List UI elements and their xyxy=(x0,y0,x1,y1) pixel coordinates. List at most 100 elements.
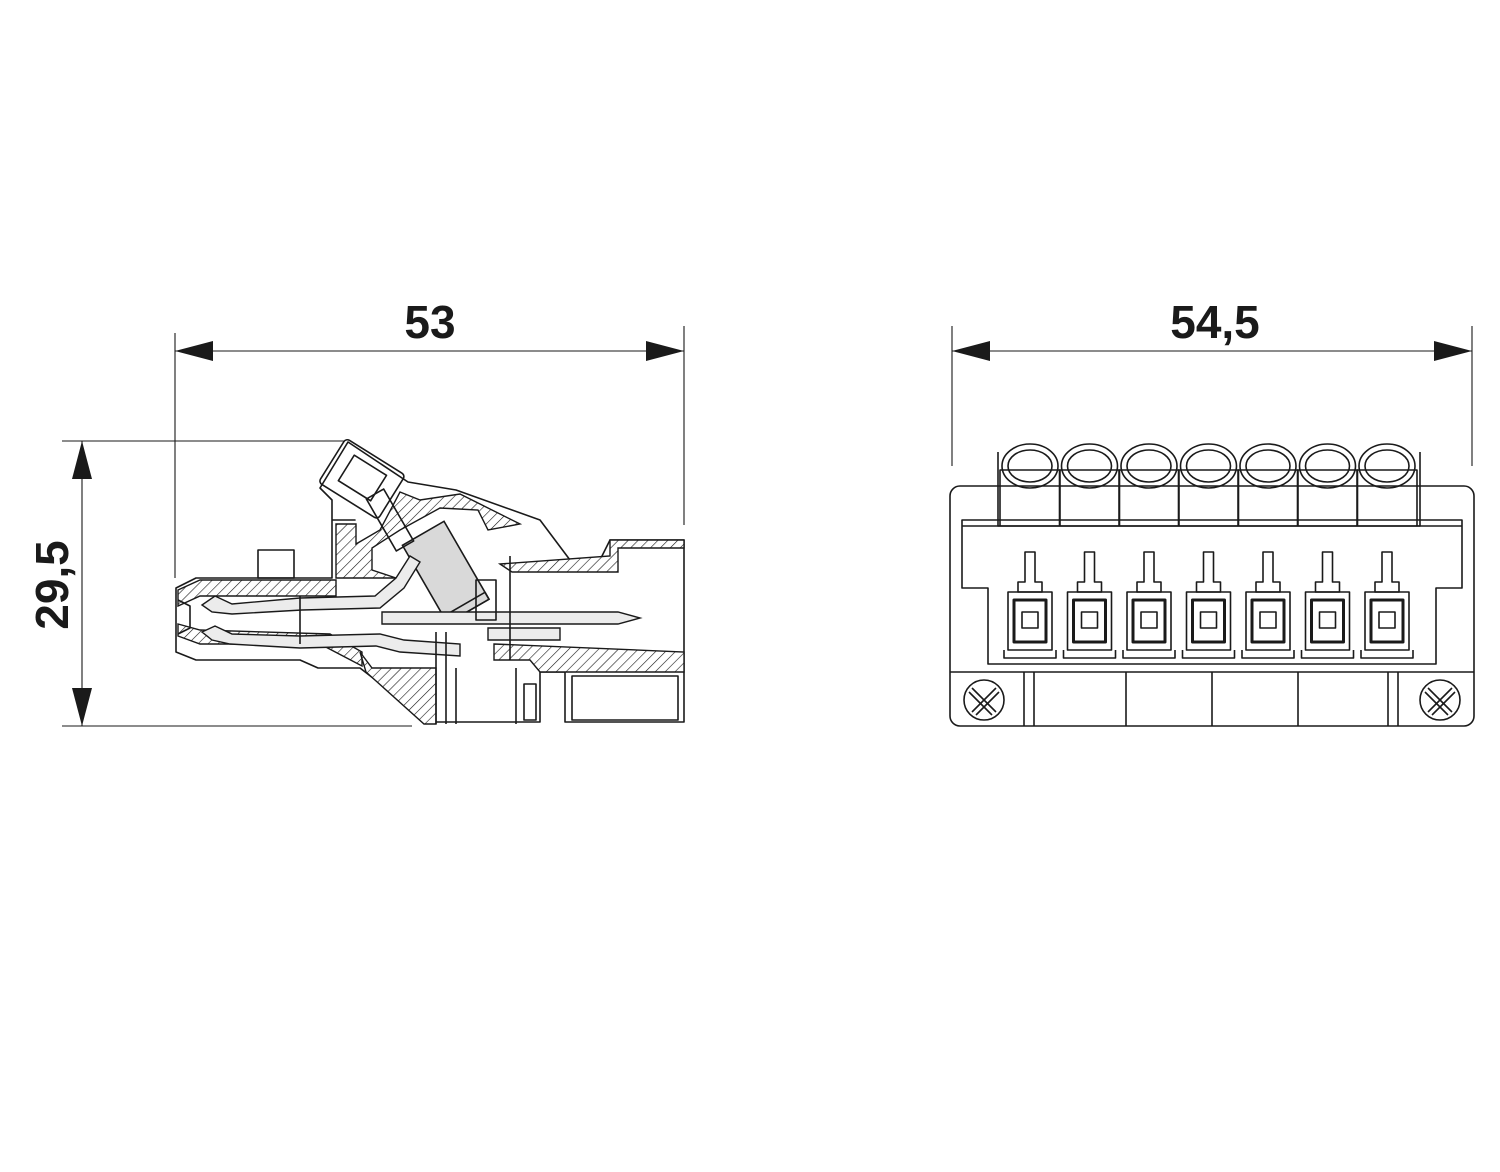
terminal-post xyxy=(1374,551,1400,593)
terminal-window xyxy=(1378,611,1396,629)
terminal-opening xyxy=(1310,598,1345,644)
screw-head-top xyxy=(1239,443,1297,489)
terminal-base xyxy=(1003,650,1057,659)
latch-tab xyxy=(523,683,537,721)
contact-spring-upper xyxy=(200,555,421,615)
housing-wall-bottom-right xyxy=(493,643,685,673)
pole-2 xyxy=(1058,443,1121,659)
dimension-label-front-width: 54,5 xyxy=(1170,296,1260,348)
screw-barrel xyxy=(401,520,491,625)
clamp-window xyxy=(475,579,497,621)
terminal-window xyxy=(1021,611,1039,629)
pole-1 xyxy=(999,443,1061,659)
terminal-base xyxy=(1122,650,1176,659)
front-view-connector xyxy=(949,443,1475,727)
terminal-block xyxy=(1007,591,1053,651)
arrowhead-right xyxy=(646,341,684,361)
pole-group xyxy=(999,443,1418,659)
terminal-opening xyxy=(1012,598,1048,644)
terminal-window xyxy=(1199,611,1218,629)
housing-outline xyxy=(175,441,685,723)
mounting-screw-left xyxy=(963,679,1005,721)
pole-3 xyxy=(1118,443,1180,659)
housing-wall-upper xyxy=(335,491,523,579)
terminal-window xyxy=(1140,611,1158,629)
mounting-screw-right xyxy=(1419,679,1461,721)
dimension-front-width: 54,5 xyxy=(951,296,1473,466)
screw-head-top xyxy=(1358,443,1416,489)
terminal-post xyxy=(1314,551,1341,593)
contact-pin xyxy=(381,611,643,625)
terminal-window xyxy=(1080,611,1099,629)
arrowhead-bottom xyxy=(72,688,92,726)
terminal-block xyxy=(1245,591,1291,651)
screw-cap xyxy=(319,438,405,519)
terminal-base xyxy=(1181,650,1236,659)
terminal-block xyxy=(1364,591,1410,651)
terminal-opening xyxy=(1072,598,1107,644)
locking-post xyxy=(257,549,295,579)
terminal-opening xyxy=(1250,598,1286,644)
screw-head-top xyxy=(1001,443,1059,489)
terminal-post xyxy=(1255,551,1281,593)
terminal-base xyxy=(1360,650,1414,659)
arrowhead-top xyxy=(72,441,92,479)
screw-head-top xyxy=(1179,443,1238,489)
contact-spring-lower xyxy=(200,625,461,657)
screw-head-body xyxy=(1118,469,1180,526)
housing-wall-right xyxy=(497,539,685,573)
terminal-block xyxy=(1185,591,1232,651)
screw-head-body xyxy=(1058,469,1121,526)
contact-pin-lower xyxy=(487,627,561,641)
terminal-post xyxy=(1017,551,1043,593)
pole-6 xyxy=(1296,443,1359,659)
terminal-opening xyxy=(1131,598,1167,644)
screw-head-body xyxy=(1296,469,1359,526)
terminal-window xyxy=(1318,611,1337,629)
dimension-side-height: 29,5 xyxy=(26,440,412,727)
pole-7 xyxy=(1356,443,1418,659)
side-view-connector xyxy=(175,438,685,725)
terminal-post xyxy=(1076,551,1103,593)
screw-head-body xyxy=(1177,469,1240,526)
pole-4 xyxy=(1177,443,1240,659)
terminal-opening xyxy=(1191,598,1226,644)
terminal-post xyxy=(1136,551,1162,593)
dimension-side-width: 53 xyxy=(174,296,685,578)
screw-head-body xyxy=(1356,469,1418,526)
screw-head-block xyxy=(319,438,405,519)
screw-head-recess xyxy=(1245,449,1291,483)
screw-head-body xyxy=(999,469,1061,526)
terminal-block xyxy=(1066,591,1113,651)
terminal-block xyxy=(1126,591,1172,651)
screw-head-body xyxy=(1237,469,1299,526)
screw-stem xyxy=(365,488,415,552)
screw-slot xyxy=(337,454,388,502)
dimension-label-side-height: 29,5 xyxy=(26,540,78,630)
arrowhead-right xyxy=(1434,341,1472,361)
arrowhead-left xyxy=(952,341,990,361)
screw-head-top xyxy=(1120,443,1178,489)
terminal-base xyxy=(1062,650,1117,659)
inner-panel xyxy=(961,519,1463,665)
terminal-base xyxy=(1241,650,1295,659)
screw-head-recess xyxy=(1126,449,1172,483)
screw-head-top xyxy=(1060,443,1119,489)
screw-head-recess xyxy=(1185,449,1232,483)
terminal-window xyxy=(1259,611,1277,629)
terminal-post xyxy=(1195,551,1222,593)
screw-head-recess xyxy=(1364,449,1410,483)
sleeve-top-section xyxy=(177,579,337,608)
screw-head-recess xyxy=(1304,449,1351,483)
rear-block xyxy=(571,675,679,721)
arrowhead-left xyxy=(175,341,213,361)
sleeve-tip xyxy=(177,599,191,635)
dimension-label-side-width: 53 xyxy=(404,296,455,348)
housing-wall-lower xyxy=(359,651,437,725)
screw-head-recess xyxy=(1007,449,1053,483)
terminal-block xyxy=(1304,591,1351,651)
terminal-opening xyxy=(1369,598,1405,644)
terminal-base xyxy=(1300,650,1355,659)
screw-head-top xyxy=(1298,443,1357,489)
